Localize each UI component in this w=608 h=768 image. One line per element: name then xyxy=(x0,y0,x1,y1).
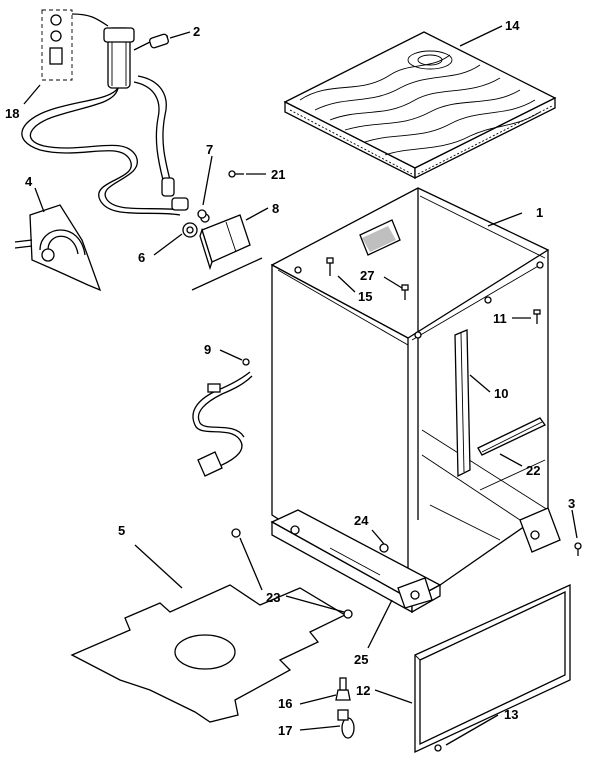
callout-23: 23 xyxy=(266,590,280,605)
screw-21 xyxy=(228,170,244,178)
callout-14: 14 xyxy=(505,18,520,33)
callout-15: 15 xyxy=(358,289,372,304)
callout-9: 9 xyxy=(204,342,211,357)
screw-7 xyxy=(197,209,207,219)
pump-housing xyxy=(14,204,102,292)
callout-10: 10 xyxy=(494,386,508,401)
screw-13 xyxy=(434,744,442,752)
callout-8: 8 xyxy=(272,201,279,216)
kick-panel xyxy=(414,583,571,754)
callout-7: 7 xyxy=(206,142,213,157)
callout-6: 6 xyxy=(138,250,145,265)
callout-21: 21 xyxy=(271,167,285,182)
mounting-bracket xyxy=(191,213,263,291)
callout-18: 18 xyxy=(5,106,19,121)
screw-23b xyxy=(343,609,353,619)
screw-11 xyxy=(533,309,541,324)
callout-25: 25 xyxy=(354,652,368,667)
side-rail xyxy=(454,329,471,478)
callout-22: 22 xyxy=(526,463,540,478)
callout-3: 3 xyxy=(568,496,575,511)
callout-27: 27 xyxy=(360,268,374,283)
callout-13: 13 xyxy=(504,707,518,722)
screw-23a xyxy=(231,528,241,538)
callout-12: 12 xyxy=(356,683,370,698)
wood-top-panel xyxy=(283,31,557,180)
screw-24 xyxy=(379,543,389,553)
callout-5: 5 xyxy=(118,523,125,538)
bracket xyxy=(477,417,546,456)
screw-15 xyxy=(326,257,334,276)
leveling-leg xyxy=(335,677,355,739)
cabinet-base xyxy=(270,507,561,614)
leader-lines xyxy=(23,25,578,746)
water-valve xyxy=(41,9,169,89)
screw-3 xyxy=(574,542,582,556)
callout-4: 4 xyxy=(25,174,33,189)
screw-9 xyxy=(242,358,250,366)
power-cord xyxy=(192,371,253,477)
fill-hose xyxy=(21,75,189,216)
callout-11: 11 xyxy=(493,311,507,326)
callout-24: 24 xyxy=(354,513,369,528)
insulation-pad xyxy=(70,584,347,723)
callout-1: 1 xyxy=(536,205,543,220)
callout-2: 2 xyxy=(193,24,200,39)
callout-16: 16 xyxy=(278,696,292,711)
hose-connector xyxy=(182,222,198,238)
callout-17: 17 xyxy=(278,723,292,738)
